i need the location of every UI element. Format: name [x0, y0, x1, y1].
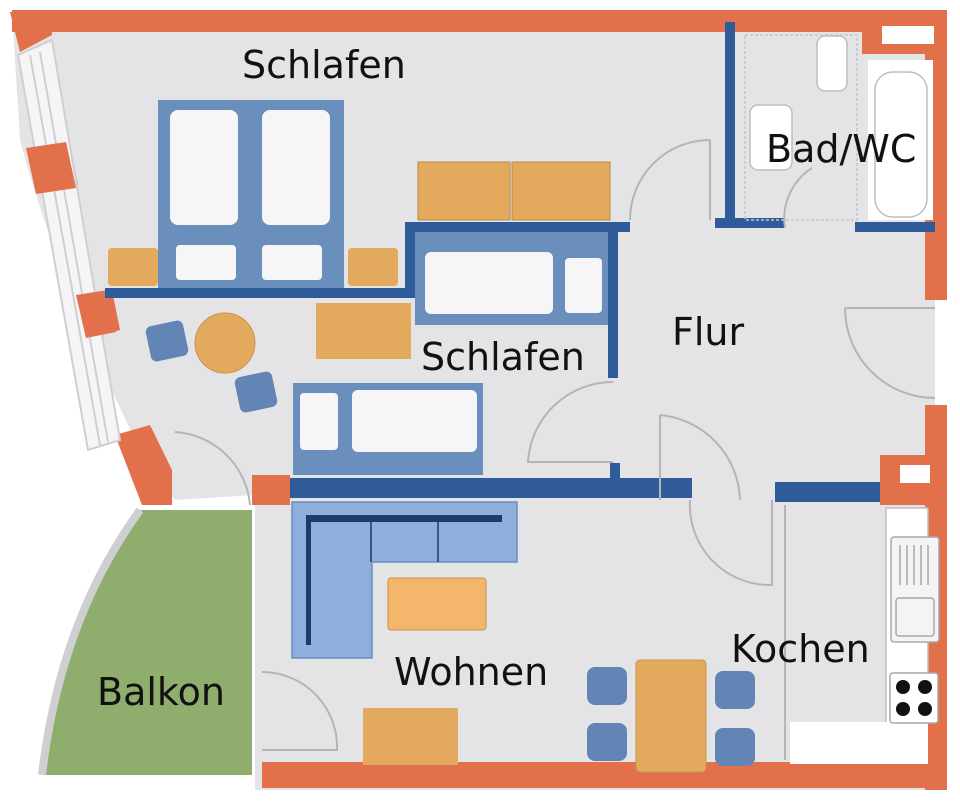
- window-top-right: [882, 26, 934, 44]
- bathroom-fixtures: [744, 34, 933, 221]
- stove-icon: [889, 672, 939, 724]
- window-kitchen: [900, 465, 930, 483]
- door-swings: [174, 139, 936, 760]
- room-label-flur: Flur: [672, 310, 744, 354]
- round-table: [194, 312, 256, 374]
- balcony-area: [38, 507, 252, 776]
- nightstand-left: [108, 248, 158, 286]
- room-label-bad-wc: Bad/WC: [766, 127, 916, 171]
- entrance-opening: [935, 300, 960, 405]
- sink-icon: [749, 104, 793, 171]
- room-label-kochen: Kochen: [731, 627, 870, 671]
- room-label-balkon: Balkon: [97, 670, 225, 714]
- coffee-table: [387, 577, 487, 631]
- kitchen-sink-icon: [890, 536, 940, 643]
- room-label-wohnen: Wohnen: [394, 650, 548, 694]
- chair-1: [587, 667, 627, 705]
- chair-3: [715, 671, 755, 709]
- single-bed-upper: [415, 232, 608, 325]
- armchair-1: [145, 320, 189, 362]
- chair-4: [715, 728, 755, 766]
- double-bed: [158, 100, 344, 288]
- window-wall-pieces: [26, 142, 116, 338]
- chair-2: [587, 723, 627, 761]
- corner-sofa: [291, 501, 518, 659]
- desk: [316, 303, 411, 359]
- bathtub-icon: [874, 71, 928, 218]
- wardrobe-left: [417, 161, 511, 221]
- armchair-2: [234, 371, 278, 413]
- toilet-icon: [816, 35, 848, 92]
- room-label-schlafen-1: Schlafen: [242, 43, 406, 87]
- sideboard: [363, 708, 458, 765]
- inner-walls: [105, 22, 935, 502]
- windows-left: [16, 38, 122, 452]
- room-label-schlafen-2: Schlafen: [421, 335, 585, 379]
- dining-table: [635, 659, 707, 773]
- wardrobe-right: [511, 161, 611, 221]
- nightstand-right: [348, 248, 398, 286]
- single-bed-lower: [293, 383, 483, 475]
- kitchen-fixtures: [790, 507, 940, 764]
